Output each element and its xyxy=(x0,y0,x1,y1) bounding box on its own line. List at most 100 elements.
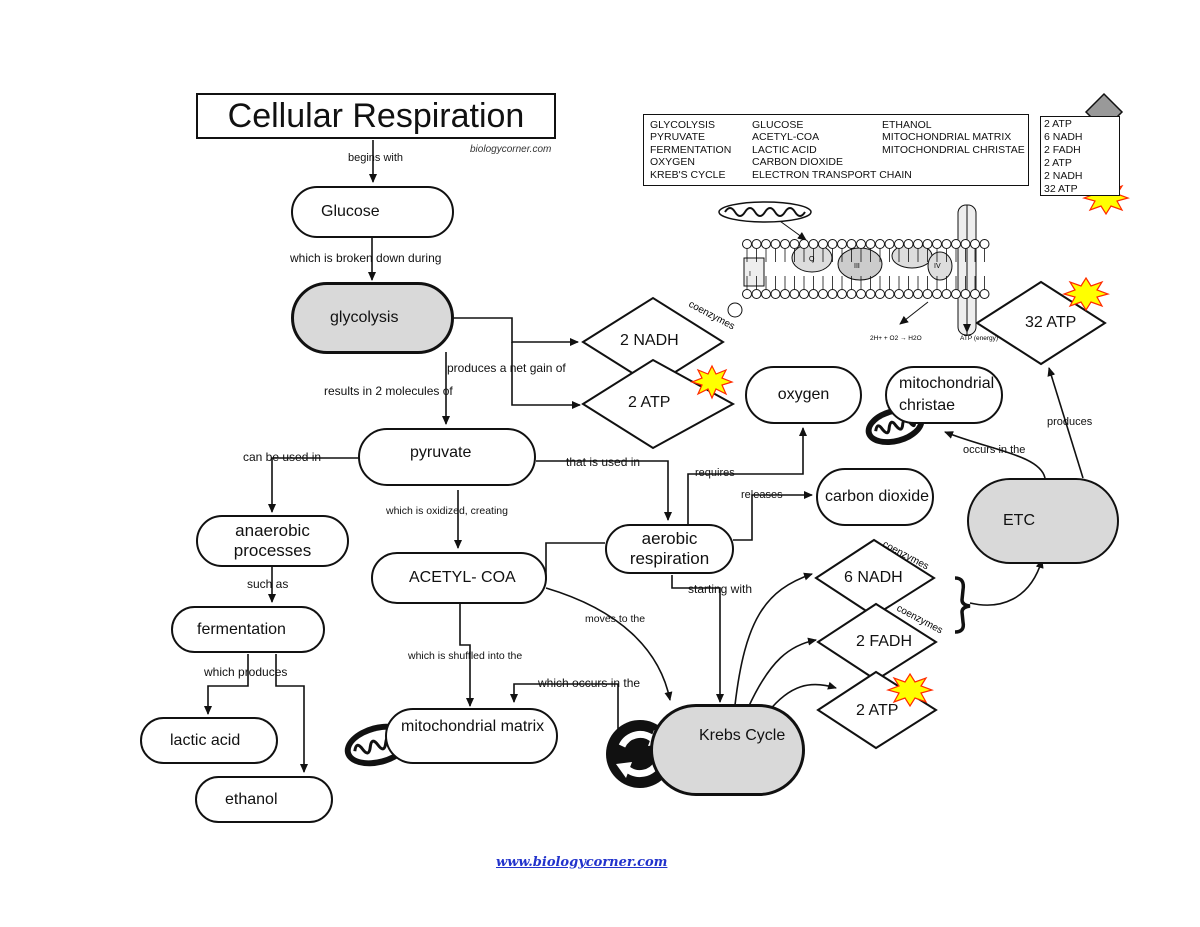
lipid-head xyxy=(818,239,828,249)
edge-aerobic-krebs xyxy=(671,575,724,703)
lipid-head xyxy=(875,289,885,299)
word-bank-term: ETHANOL xyxy=(882,119,932,131)
lipid-head xyxy=(884,289,895,299)
edge-acetyl-krebs xyxy=(545,587,673,701)
link-can-be-used: can be used in xyxy=(243,450,322,464)
diamond-label-2-atp-krebs: 2 ATP xyxy=(856,702,899,719)
diamond-2-nadh xyxy=(581,296,725,388)
atp-tally-box: 2 ATP 6 NADH 2 FADH 2 ATP 2 NADH 32 ATP xyxy=(1040,116,1120,196)
node-krebs-cycle: Krebs Cycle xyxy=(650,704,805,796)
edge-acetyl-matrix xyxy=(459,602,474,707)
diamond-6-nadh xyxy=(814,538,936,618)
starburst-1 xyxy=(690,364,734,400)
node-anaerobic: anaerobic processes xyxy=(196,515,349,567)
edge-glycolysis-atp xyxy=(511,342,581,409)
link-begins-with: begins with xyxy=(348,152,404,164)
edge-krebs-fadh xyxy=(747,637,817,709)
word-bank-term: PYRUVATE xyxy=(650,131,706,144)
edge-pyruvate-aerobic xyxy=(536,460,672,521)
atp-energy-label: ATP (energy) xyxy=(960,335,998,342)
starburst-4 xyxy=(886,672,934,708)
atp-tally-item: 32 ATP xyxy=(1044,183,1078,195)
lipid-head xyxy=(865,239,876,249)
edge-fermentation-lactic xyxy=(204,654,249,715)
node-label: lactic acid xyxy=(170,731,241,749)
node-label: ETC xyxy=(1003,512,1035,529)
etc-membrane-illustration xyxy=(727,204,977,336)
node-label: christae xyxy=(899,397,956,414)
lipid-head xyxy=(960,289,971,299)
lipid-head xyxy=(979,239,990,249)
lipid-head xyxy=(884,239,895,249)
lipid-head xyxy=(922,239,933,249)
footer-link[interactable]: www.biologycorner.com xyxy=(496,855,668,870)
link-releases: releases xyxy=(741,489,783,501)
lipid-head xyxy=(780,289,790,299)
edge-glycolysis-nadh xyxy=(454,317,579,346)
node-label: carbon dioxide xyxy=(824,488,930,505)
word-bank-col-3: ETHANOL MITOCHONDRIAL MATRIX MITOCHONDRI… xyxy=(882,119,1025,156)
reaction-label: 2H+ + O2 → H2O xyxy=(870,335,922,342)
edge-krebs-nadh xyxy=(734,572,813,706)
lipid-head xyxy=(770,239,781,249)
node-etc: ETC xyxy=(967,478,1119,564)
atp-tally-item: 2 ATP xyxy=(1044,157,1072,169)
link-shuffled: which is shuffled into the xyxy=(408,650,523,662)
lipid-head xyxy=(856,289,866,299)
lipid-head xyxy=(761,289,771,299)
node-ethanol: ethanol xyxy=(195,776,333,823)
lipid-head xyxy=(761,239,771,249)
lipid-head xyxy=(932,239,942,249)
node-label: glycolysis xyxy=(330,309,399,326)
diamond-label-2-fadh: 2 FADH xyxy=(856,633,913,650)
lipid-head xyxy=(799,239,809,249)
node-glucose: Glucose xyxy=(291,186,454,238)
lipid-head xyxy=(951,289,961,299)
edge-aerobic-oxygen xyxy=(687,427,807,528)
lipid-head xyxy=(922,289,933,299)
atp-tally-item: 2 FADH xyxy=(1044,144,1081,156)
word-bank-col-1: GLYCOLYSIS PYRUVATE FERMENTATION OXYGEN … xyxy=(650,119,731,181)
link-results-in: results in 2 molecules of xyxy=(324,384,453,398)
word-bank-term: FERMENTATION xyxy=(650,143,732,156)
lipid-head xyxy=(894,289,904,299)
lipid-head xyxy=(837,239,847,249)
lipid-head xyxy=(789,239,800,249)
edge-acetyl-aerobic xyxy=(545,542,605,580)
edge-fermentation-ethanol xyxy=(275,654,308,773)
lipid-head xyxy=(742,239,752,249)
lipid-head xyxy=(875,239,885,249)
node-label: aerobic xyxy=(641,529,698,548)
starburst-2 xyxy=(1062,276,1110,312)
lipid-head xyxy=(751,239,762,249)
diamond-2-fadh xyxy=(816,602,938,682)
node-mito-christae: mitochondrial christae xyxy=(885,366,1003,424)
word-bank-term: ELECTRON TRANSPORT CHAIN xyxy=(752,168,912,181)
diamond-label-6-nadh: 6 NADH xyxy=(844,569,903,586)
lipid-head xyxy=(941,289,952,299)
lipid-head xyxy=(770,289,781,299)
atp-tally-item: 2 NADH xyxy=(1044,170,1083,182)
node-acetyl-coa: ACETYL- COA xyxy=(371,552,547,604)
edge-krebs-matrix xyxy=(510,683,619,760)
lipid-head xyxy=(865,289,876,299)
lipid-head xyxy=(932,289,942,299)
diamond-label-2-atp: 2 ATP xyxy=(628,394,671,411)
edge-etc-32atp xyxy=(1047,367,1084,479)
diamond-2-atp-krebs xyxy=(816,670,938,750)
diamond-label-32-atp: 32 ATP xyxy=(1025,314,1077,331)
diamond-label-2-nadh: 2 NADH xyxy=(620,332,679,349)
lipid-head xyxy=(913,289,923,299)
complex-i: I xyxy=(749,271,751,278)
edge-aerobic-co2 xyxy=(733,491,813,541)
node-glycolysis: glycolysis xyxy=(291,282,454,354)
lipid-head xyxy=(827,239,838,249)
lipid-head xyxy=(856,239,866,249)
lipid-head xyxy=(846,239,857,249)
link-requires: requires xyxy=(695,467,735,479)
edge-krebs-atp xyxy=(767,681,837,713)
edge-pyruvate-anaerobic xyxy=(268,457,360,513)
lipid-head xyxy=(903,289,914,299)
lipid-head xyxy=(742,289,752,299)
